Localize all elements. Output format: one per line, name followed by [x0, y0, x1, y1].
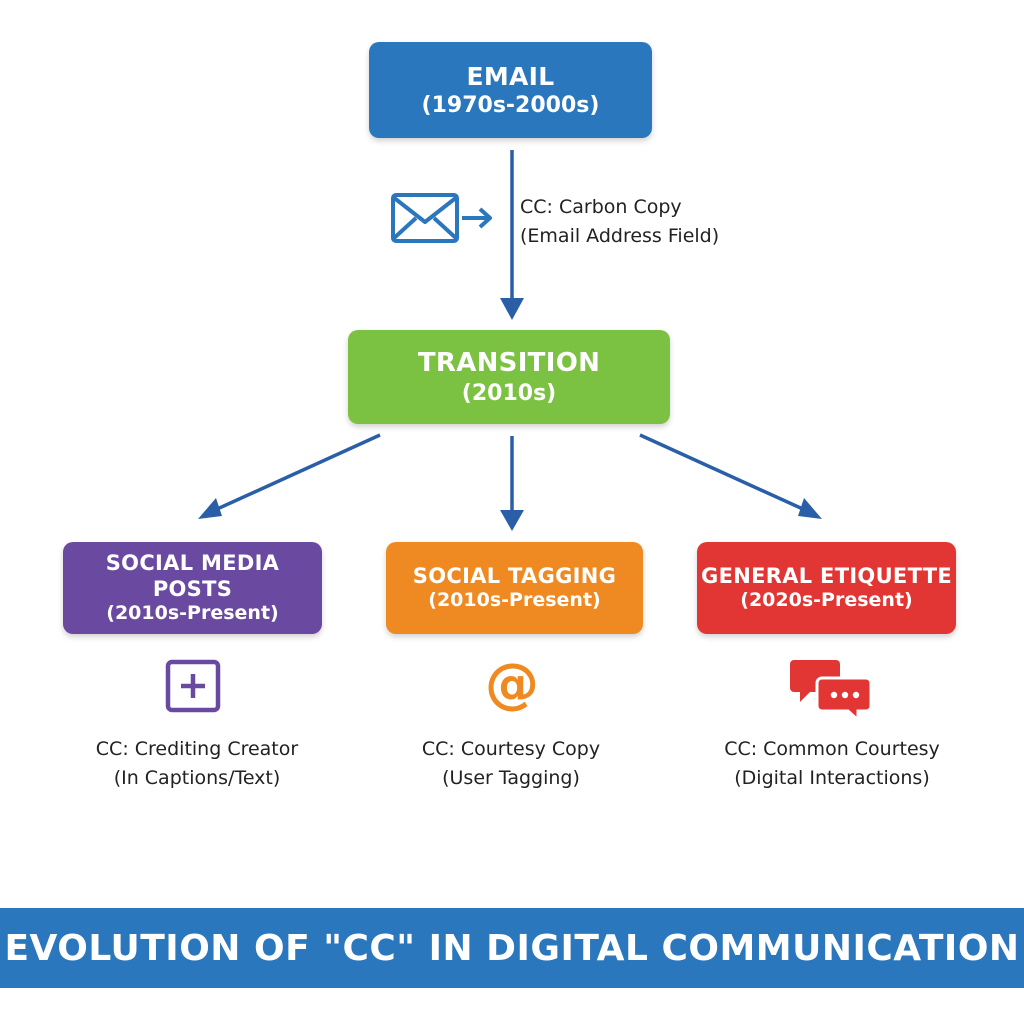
- social-tagging-node-title: SOCIAL TAGGING: [412, 564, 617, 588]
- footer-banner: EVOLUTION OF "CC" IN DIGITAL COMMUNICATI…: [0, 908, 1024, 988]
- chat-bubbles-icon: [790, 660, 872, 722]
- social-tagging-note-line2: (User Tagging): [442, 767, 580, 789]
- email-note-line1: CC: Carbon Copy: [520, 196, 682, 218]
- transition-node-period: (2010s): [461, 380, 557, 406]
- general-etiquette-note-line1: CC: Common Courtesy: [724, 738, 940, 760]
- email-note-line2: (Email Address Field): [520, 225, 720, 247]
- arrowhead-to-general-etiquette: [798, 498, 822, 519]
- arrow-transition-to-social-media: [214, 433, 381, 512]
- social-tagging-node-period: (2010s-Present): [428, 589, 601, 612]
- general-etiquette-node-period: (2020s-Present): [740, 589, 913, 612]
- general-etiquette-node: GENERAL ETIQUETTE (2020s-Present): [697, 542, 956, 634]
- at-sign-icon: @: [485, 652, 539, 715]
- transition-node-title: TRANSITION: [417, 348, 601, 378]
- plus-square-icon: [165, 659, 221, 713]
- social-media-note: CC: Crediting Creator (In Captions/Text): [62, 735, 332, 793]
- transition-node: TRANSITION (2010s): [348, 330, 670, 424]
- social-tagging-note: CC: Courtesy Copy (User Tagging): [376, 735, 646, 793]
- social-tagging-note-line1: CC: Courtesy Copy: [421, 738, 601, 760]
- envelope-send-icon: [391, 193, 492, 243]
- arrow-transition-to-general-etiquette: [639, 433, 806, 512]
- email-node-period: (1970s-2000s): [421, 92, 600, 118]
- email-node-title: EMAIL: [466, 61, 555, 91]
- arrowhead-email-to-transition: [500, 298, 524, 320]
- social-media-note-line1: CC: Crediting Creator: [95, 738, 299, 760]
- social-media-node-title: SOCIAL MEDIA POSTS: [105, 550, 280, 602]
- arrowhead-to-social-tagging: [500, 510, 524, 531]
- social-media-note-line2: (In Captions/Text): [113, 767, 281, 789]
- general-etiquette-note: CC: Common Courtesy (Digital Interaction…: [697, 735, 967, 793]
- email-note: CC: Carbon Copy (Email Address Field): [520, 193, 720, 251]
- social-media-node-period: (2010s-Present): [106, 602, 279, 625]
- diagram-title: EVOLUTION OF "CC" IN DIGITAL COMMUNICATI…: [4, 927, 1020, 969]
- arrowhead-to-social-media: [198, 498, 222, 519]
- email-node: EMAIL (1970s-2000s): [369, 42, 652, 138]
- general-etiquette-note-line2: (Digital Interactions): [734, 767, 930, 789]
- social-tagging-node: SOCIAL TAGGING (2010s-Present): [386, 542, 643, 634]
- general-etiquette-node-title: GENERAL ETIQUETTE: [701, 564, 952, 588]
- social-media-node: SOCIAL MEDIA POSTS (2010s-Present): [63, 542, 322, 634]
